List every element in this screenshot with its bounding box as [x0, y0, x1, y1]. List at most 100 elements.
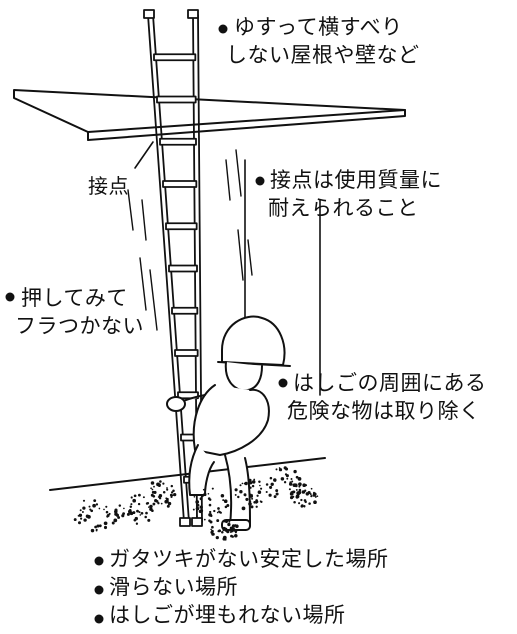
gravel-dot	[138, 511, 141, 514]
ladder-rung	[162, 180, 198, 188]
gravel-dot	[78, 513, 83, 518]
gravel-dot	[201, 494, 204, 498]
gravel-dot	[270, 482, 274, 486]
gravel-dot	[292, 490, 296, 494]
contact-label-line-1: 接点は使用質量に	[270, 168, 442, 192]
gravel-dot	[136, 509, 139, 513]
ground-label-line-3: はしごが埋もれない場所	[109, 603, 346, 627]
gravel-dot	[98, 524, 102, 528]
gravel-dot	[118, 504, 122, 507]
gravel-dot	[218, 529, 222, 533]
gravel-dot	[286, 477, 289, 480]
gravel-dot	[310, 487, 313, 490]
hazard-label-line-1: はしごの周囲にある	[293, 371, 487, 395]
gravel-dot	[208, 503, 212, 507]
ladder-foot-left	[179, 517, 191, 527]
gravel-dot	[269, 485, 273, 489]
gravel-dot	[298, 485, 301, 488]
gravel-dot	[159, 480, 162, 483]
gravel-dot	[298, 502, 301, 505]
ladder-rung	[153, 53, 197, 62]
gravel-dot	[133, 494, 137, 498]
gravel-dot	[227, 522, 231, 527]
gravel-dot	[158, 493, 163, 498]
roof-label-line-1: ゆすって横すべり	[234, 15, 403, 39]
gravel-dot	[239, 484, 242, 487]
ladder-rung	[168, 264, 198, 273]
gravel-dot	[128, 509, 132, 514]
gravel-dot	[295, 475, 299, 479]
gravel-dot	[236, 524, 238, 527]
gravel-dot	[166, 504, 170, 508]
gravel-dot	[195, 506, 200, 511]
gravel-dot	[196, 503, 200, 507]
gravel-dot	[237, 495, 240, 499]
gravel-dot	[251, 480, 256, 484]
gravel-ground	[73, 466, 319, 541]
gravel-dot	[204, 487, 207, 490]
roof-label: ゆすって横すべり しない屋根や壁など	[226, 13, 420, 69]
gravel-dot	[269, 476, 273, 480]
gravel-dot	[283, 481, 287, 484]
gravel-dot	[316, 495, 319, 498]
gravel-dot	[314, 501, 317, 504]
gravel-dot	[223, 520, 226, 523]
gravel-dot	[229, 531, 232, 533]
gravel-dot	[164, 499, 169, 504]
gravel-dot	[224, 538, 227, 541]
gravel-dot	[251, 497, 254, 500]
gravel-dot	[147, 518, 151, 522]
gravel-dot	[195, 500, 200, 504]
gravel-dot	[234, 493, 237, 496]
worker-figure	[166, 315, 291, 531]
gravel-dot	[292, 495, 295, 498]
gravel-dot	[166, 487, 168, 489]
gravel-dot	[217, 507, 220, 510]
gravel-dot	[302, 483, 307, 488]
ground-label-line-1: ガタツキがない安定した場所	[109, 547, 389, 571]
gravel-dot	[303, 499, 307, 502]
gravel-dot	[135, 522, 139, 525]
gravel-dot	[150, 481, 155, 485]
gravel-dot	[275, 468, 278, 471]
gravel-dot	[255, 505, 258, 508]
roof-label-line-2: しない屋根や壁など	[226, 43, 420, 67]
gravel-dot	[199, 497, 203, 501]
gravel-dot	[296, 494, 299, 497]
gravel-dot	[289, 492, 294, 496]
gravel-dot	[166, 488, 169, 491]
gravel-dot	[103, 521, 108, 526]
gravel-dot	[284, 473, 288, 476]
gravel-dot	[160, 502, 163, 505]
gravel-dot	[106, 514, 110, 517]
hazard-label-line-2: 危険な物は取り除く	[287, 399, 481, 423]
gravel-dot	[103, 508, 105, 511]
gravel-dot	[129, 505, 133, 508]
gravel-dot	[150, 508, 153, 511]
gravel-dot	[208, 512, 212, 517]
gravel-dot	[226, 504, 230, 507]
gravel-dot	[294, 484, 298, 488]
ladder-rung	[171, 306, 199, 315]
gravel-dot	[89, 508, 92, 511]
gravel-dot	[146, 501, 150, 505]
gravel-dot	[162, 491, 166, 494]
gravel-dot	[288, 482, 293, 486]
gravel-dot	[173, 492, 177, 497]
gravel-dot	[79, 509, 82, 512]
gravel-dot	[213, 509, 216, 513]
ladder-rung	[165, 222, 198, 231]
gravel-dot	[215, 535, 219, 540]
gravel-dot	[94, 525, 97, 529]
gravel-dot	[133, 518, 137, 522]
gravel-dot	[275, 492, 279, 496]
gravel-dot	[158, 483, 161, 487]
gravel-dot	[241, 506, 246, 511]
gravel-dot	[314, 495, 317, 498]
gravel-dot	[166, 497, 169, 501]
gravel-dot	[300, 504, 304, 508]
gravel-dot	[130, 496, 133, 499]
gravel-dot	[298, 488, 302, 492]
gravel-dot	[248, 502, 252, 506]
